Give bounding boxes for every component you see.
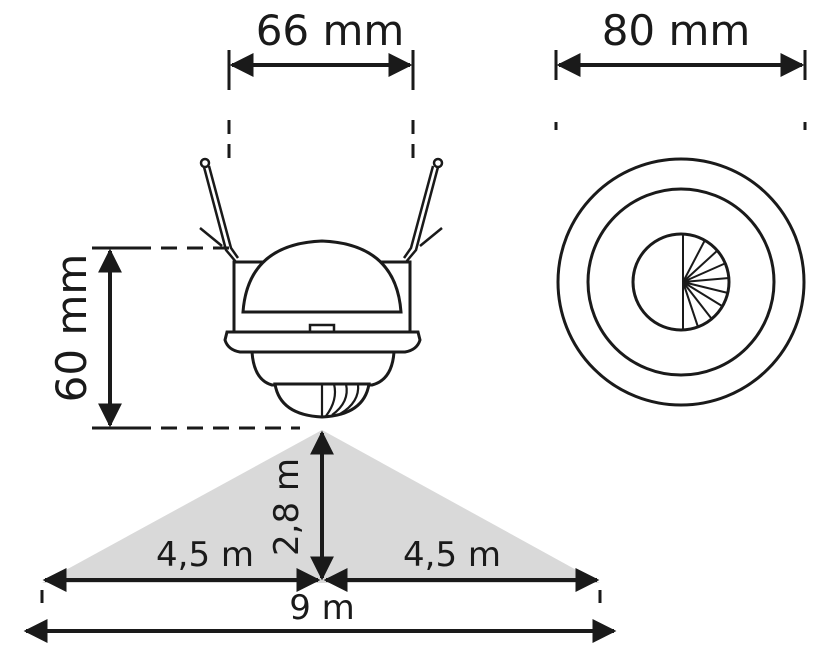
height-label: 60 mm xyxy=(47,254,96,403)
height-dimension: 60 mm xyxy=(47,246,300,430)
mount-height-label: 2,8 m xyxy=(267,458,307,556)
lower-housing xyxy=(250,350,396,387)
width-dimension: 66 mm xyxy=(227,6,415,162)
diameter-label: 80 mm xyxy=(602,6,751,55)
right-radius-label: 4,5 m xyxy=(403,535,501,575)
upper-dome xyxy=(241,239,403,314)
diameter-dimension: 80 mm xyxy=(554,6,807,130)
lens-fan-lines xyxy=(682,234,730,330)
radius-dimensions: 4,5 m 4,5 m xyxy=(42,535,600,592)
sensor-side-view xyxy=(199,157,444,419)
flange xyxy=(223,330,422,354)
spring-clip-left xyxy=(199,157,240,263)
width-label: 66 mm xyxy=(256,6,405,55)
left-radius-label: 4,5 m xyxy=(156,535,254,575)
total-diameter-dimension: 9 m xyxy=(23,588,617,643)
mount-height-dimension: 2,8 m xyxy=(267,430,334,581)
sensor-top-view xyxy=(556,157,806,407)
lens-segments xyxy=(320,383,360,417)
spring-clip-right xyxy=(402,157,444,263)
total-diameter-label: 9 m xyxy=(289,588,355,628)
